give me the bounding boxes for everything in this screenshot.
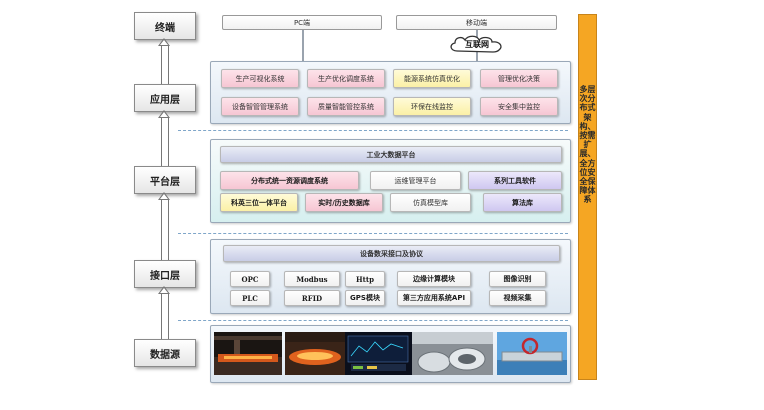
- connector-line: [476, 50, 478, 61]
- interface-item: 边缘计算模块: [397, 271, 471, 287]
- steel-mill-photo: [214, 332, 282, 375]
- separator-line: [178, 320, 568, 321]
- platform-item: 算法库: [483, 193, 562, 212]
- hot-steel-photo: [285, 332, 345, 375]
- side-banner: 多层次分布式架构、按需扩展、全方位安全保障体系: [578, 14, 597, 380]
- app-item: 生产可视化系统: [221, 69, 299, 88]
- app-item: 环保在线监控: [393, 97, 471, 116]
- layer-application: 应用层: [134, 84, 196, 112]
- interface-item: RFID: [284, 290, 340, 306]
- control-room-photo: [345, 332, 412, 375]
- separator-line: [178, 233, 568, 234]
- layer-terminal: 终端: [134, 12, 196, 40]
- interface-item: OPC: [230, 271, 270, 287]
- internet-cloud-icon: [450, 35, 502, 53]
- valve-pipe-photo: [497, 332, 567, 375]
- app-item: 能源系统仿真优化: [393, 69, 471, 88]
- platform-title: 工业大数据平台: [220, 146, 562, 163]
- separator-line: [178, 130, 568, 131]
- internet-label: 互联网: [465, 39, 489, 49]
- layer-datasource: 数据源: [134, 339, 196, 367]
- platform-item: 科英三位一体平台: [220, 193, 298, 212]
- layer-platform: 平台层: [134, 166, 196, 194]
- interface-item: 第三方应用系统API: [397, 290, 471, 306]
- app-item: 安全集中监控: [480, 97, 558, 116]
- platform-item: 实时/历史数据库: [305, 193, 383, 212]
- interface-item: Http: [345, 271, 385, 287]
- up-arrow-icon: [158, 192, 170, 260]
- up-arrow-icon: [158, 110, 170, 166]
- connector-line: [302, 30, 304, 61]
- interface-item: PLC: [230, 290, 270, 306]
- up-arrow-icon: [158, 286, 170, 339]
- platform-item: 分布式统一资源调度系统: [220, 171, 359, 190]
- terminal-pc: PC端: [222, 15, 382, 30]
- interface-item: 视频采集: [489, 290, 546, 306]
- app-item: 管理优化决策: [480, 69, 558, 88]
- platform-item: 运维管理平台: [370, 171, 461, 190]
- layer-interface: 接口层: [134, 260, 196, 288]
- interface-item: GPS模块: [345, 290, 385, 306]
- interface-title: 设备数采接口及协议: [223, 245, 560, 262]
- pipe-factory-photo: [412, 332, 493, 375]
- interface-item: Modbus: [284, 271, 340, 287]
- app-item: 生产优化调度系统: [307, 69, 385, 88]
- connector-line: [476, 30, 478, 38]
- terminal-mobile: 移动端: [396, 15, 557, 30]
- platform-item: 系列工具软件: [468, 171, 562, 190]
- app-item: 质量智能管控系统: [307, 97, 385, 116]
- platform-item: 仿真模型库: [390, 193, 471, 212]
- app-item: 设备智管管理系统: [221, 97, 299, 116]
- up-arrow-icon: [158, 38, 170, 84]
- interface-item: 图像识别: [489, 271, 546, 287]
